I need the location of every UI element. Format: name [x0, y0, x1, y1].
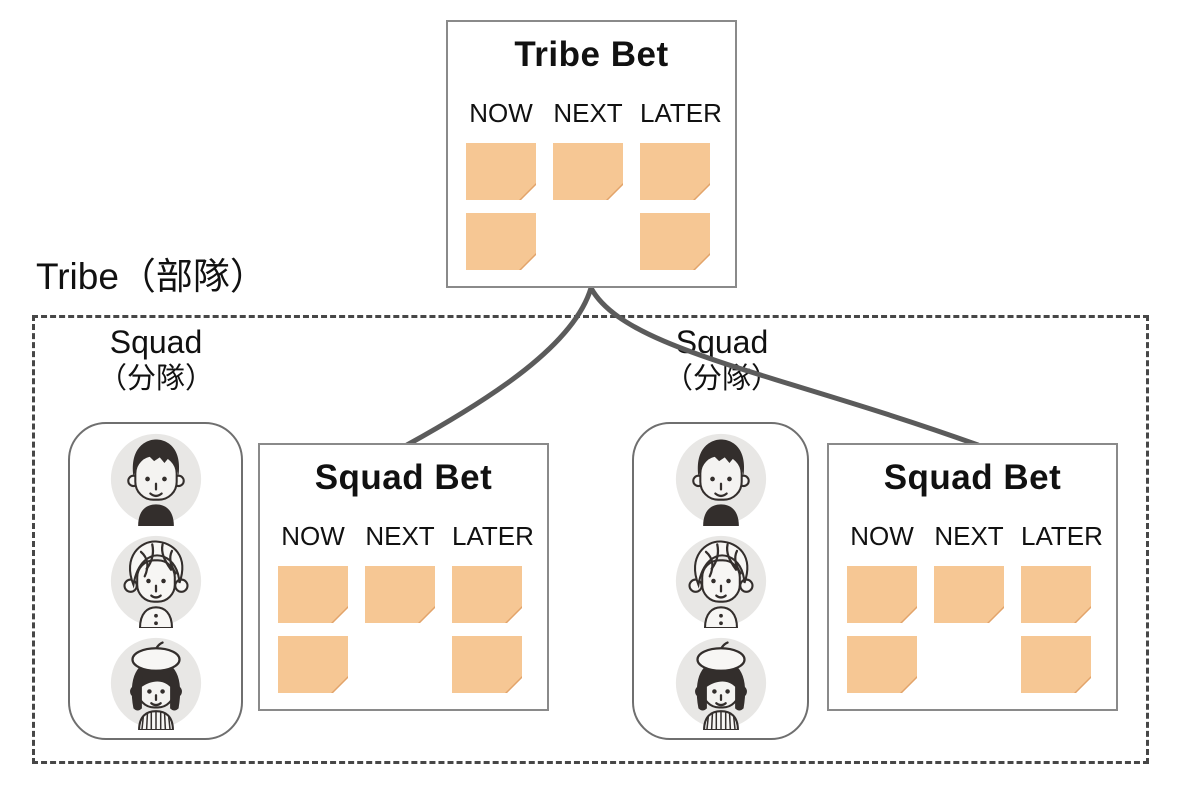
squad-bet-notes-left [278, 566, 522, 693]
sticky-note [452, 566, 522, 623]
empty-note-slot [365, 636, 435, 693]
sticky-note [553, 143, 623, 200]
squad-members-left [68, 422, 243, 740]
sticky-note [1021, 636, 1091, 693]
tribe-label: Tribe（部隊） [36, 256, 267, 297]
avatar-girl-icon [109, 636, 203, 730]
sticky-note [1021, 566, 1091, 623]
squad-bet-notes-right [847, 566, 1091, 693]
sticky-note [278, 636, 348, 693]
squad-bet-box-right: Squad Bet NOW NEXT LATER [827, 443, 1118, 711]
avatar-boy-icon [109, 432, 203, 526]
sticky-note [278, 566, 348, 623]
sticky-note [365, 566, 435, 623]
squad-bet-columns: NOW NEXT LATER [847, 521, 1103, 552]
avatar-boy-icon [674, 432, 768, 526]
sticky-note [452, 636, 522, 693]
sticky-note [934, 566, 1004, 623]
tribe-bet-notes [466, 143, 710, 270]
squad-members-right [632, 422, 809, 740]
squad-label-left: Squad （分隊） [46, 324, 266, 396]
sticky-note [466, 143, 536, 200]
column-header-now: NOW [281, 521, 345, 551]
avatar-woman-icon [109, 534, 203, 628]
sticky-note [640, 213, 710, 270]
squad-label-en: Squad [109, 324, 203, 360]
squad-label-en: Squad [675, 324, 769, 360]
avatar-woman-icon [674, 534, 768, 628]
column-header-now: NOW [469, 98, 533, 128]
sticky-note [847, 566, 917, 623]
tribe-bet-title: Tribe Bet [514, 35, 669, 74]
squad-bet-title: Squad Bet [314, 458, 493, 497]
column-header-later: LATER [1021, 521, 1103, 551]
tribe-bet-columns: NOW NEXT LATER [466, 98, 722, 129]
squad-bet-box-left: Squad Bet NOW NEXT LATER [258, 443, 549, 711]
squad-label-right: Squad （分隊） [612, 324, 832, 396]
column-header-next: NEXT [553, 98, 623, 128]
squad-bet-columns: NOW NEXT LATER [278, 521, 534, 552]
column-header-later: LATER [640, 98, 722, 128]
column-header-later: LATER [452, 521, 534, 551]
squad-bet-title: Squad Bet [883, 458, 1062, 497]
sticky-note [466, 213, 536, 270]
column-header-next: NEXT [934, 521, 1004, 551]
sticky-note [847, 636, 917, 693]
column-header-now: NOW [850, 521, 914, 551]
sticky-note [640, 143, 710, 200]
tribe-bet-box: Tribe Bet NOW NEXT LATER [446, 20, 737, 288]
avatar-girl-icon [674, 636, 768, 730]
squad-label-ja: （分隊） [97, 362, 214, 395]
empty-note-slot [553, 213, 623, 270]
column-header-next: NEXT [365, 521, 435, 551]
squad-label-ja: （分隊） [663, 362, 780, 395]
empty-note-slot [934, 636, 1004, 693]
